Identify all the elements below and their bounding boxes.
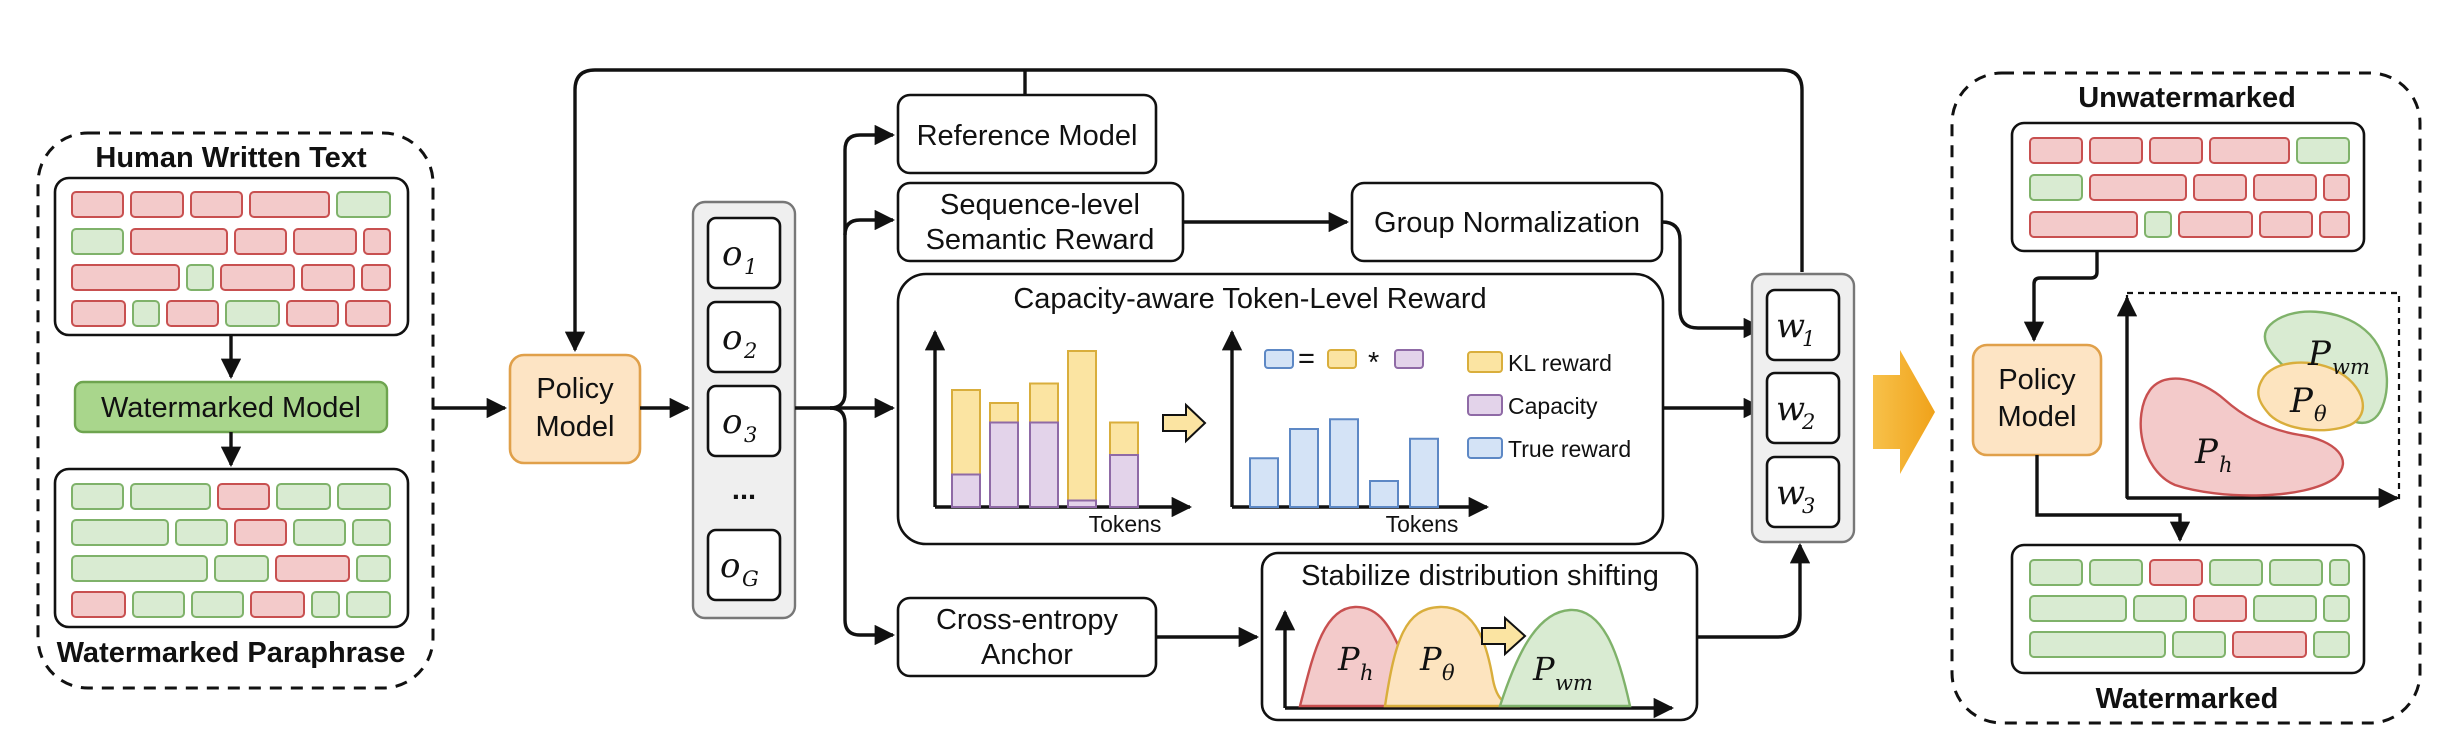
- legend-kl: KL reward: [1508, 350, 1612, 376]
- eq-true-swatch: [1264, 349, 1294, 369]
- svg-text:1: 1: [1802, 327, 1815, 351]
- svg-text:θ: θ: [1442, 661, 1455, 685]
- weight-w2: w: [1776, 389, 1805, 429]
- watermarked-title: Watermarked: [2096, 683, 2279, 715]
- group-normalization-label: Group Normalization: [1374, 207, 1640, 239]
- capacity-bar: [989, 421, 1019, 508]
- true-reward-bar: [1289, 428, 1319, 508]
- kl-bar: [1067, 350, 1097, 508]
- chart-legend: KL reward Capacity True reward: [1467, 350, 1631, 462]
- true-reward-bar: [1369, 480, 1399, 508]
- human-written-text-title: Human Written Text: [95, 142, 367, 174]
- right-panel: Unwatermarked Policy Model: [1950, 71, 2422, 725]
- arrow-unwatermarked-to-policy: [2023, 251, 2099, 343]
- true-reward-bar: [1329, 418, 1359, 508]
- big-transition-arrow: [1873, 350, 1935, 474]
- right-policy-line2: Model: [1998, 401, 2077, 433]
- weight-w1: w: [1776, 306, 1805, 346]
- outputs-column: o 1 o 2 o 3 ... o G: [691, 200, 797, 620]
- capacity-bar: [1109, 454, 1139, 508]
- chart-arrow-icon: [1162, 402, 1207, 444]
- eq-capacity-swatch: [1394, 349, 1424, 369]
- svg-text:2: 2: [1801, 410, 1815, 434]
- output-oG: o: [720, 546, 740, 586]
- weights-column: w 1 w 2 w 3: [1750, 272, 1856, 544]
- svg-text:wm: wm: [1555, 671, 1593, 695]
- inset-pwm: P: [2307, 334, 2332, 374]
- weight-w3: w: [1776, 473, 1805, 513]
- true-reward-bar: [1409, 437, 1439, 508]
- left-panel: Human Written Text Wat: [36, 131, 435, 690]
- token-reward-title: Capacity-aware Token-Level Reward: [1013, 283, 1486, 315]
- watermarked-model-label: Watermarked Model: [101, 392, 361, 424]
- unwatermarked-title: Unwatermarked: [2078, 82, 2296, 114]
- inset-ptheta: P: [2289, 381, 2314, 421]
- ce-anchor-line2: Anchor: [981, 639, 1073, 671]
- semantic-reward-line2: Semantic Reward: [926, 224, 1155, 256]
- svg-text:1: 1: [744, 255, 757, 279]
- svg-text:2: 2: [743, 339, 757, 363]
- legend-true: True reward: [1508, 436, 1631, 462]
- output-o3: o: [722, 402, 742, 442]
- policy-model-box: [508, 353, 642, 465]
- arrow-to-ce-anchor: [829, 406, 896, 646]
- watermarked-paraphrase-title: Watermarked Paraphrase: [57, 637, 406, 669]
- reference-model-label: Reference Model: [917, 120, 1138, 152]
- p-theta-blob: [2257, 361, 2365, 432]
- arrow-to-semantic: [843, 209, 896, 236]
- arrow-to-reference: [829, 124, 896, 410]
- eq-multiply: *: [1368, 347, 1379, 379]
- policy-model-line1: Policy: [536, 373, 614, 405]
- stabilize-distributions: P h P θ P wm: [1274, 605, 1675, 719]
- chart2-x-label: Tokens: [1386, 511, 1459, 537]
- arrow-stabilize-to-w3: [1697, 542, 1811, 639]
- feedback-loop-arrow: [564, 68, 1804, 353]
- dist-pwm: P: [1532, 650, 1555, 688]
- inset-ph: P: [2194, 432, 2219, 472]
- eq-equals: =: [1298, 343, 1315, 375]
- capacity-bar: [951, 473, 981, 508]
- capacity-bar: [1067, 499, 1097, 508]
- unwatermarked-tokens: [2029, 137, 2350, 238]
- true-reward-bar: [1249, 457, 1279, 508]
- svg-text:h: h: [2219, 453, 2233, 477]
- svg-text:3: 3: [1802, 494, 1815, 518]
- right-policy-model-box: [1971, 343, 2103, 457]
- semantic-reward-line1: Sequence-level: [940, 189, 1140, 221]
- outputs-ellipsis: ...: [732, 474, 756, 506]
- svg-text:wm: wm: [2332, 355, 2370, 379]
- arrow-policy-to-watermarked: [2035, 455, 2191, 543]
- capacity-bar: [1029, 421, 1059, 508]
- paraphrase-tokens: [71, 483, 391, 618]
- arrow-group-norm-to-w1: [1661, 220, 1765, 339]
- right-policy-line1: Policy: [1998, 364, 2076, 396]
- svg-text:G: G: [742, 567, 759, 591]
- dist-ptheta: P: [1419, 640, 1442, 678]
- svg-text:h: h: [1360, 661, 1374, 685]
- stabilize-title: Stabilize distribution shifting: [1301, 560, 1659, 592]
- p-h-blob: [2139, 377, 2345, 497]
- true-reward-chart: Tokens: [1221, 329, 1490, 537]
- policy-model-line2: Model: [536, 411, 615, 443]
- chart1-x-label: Tokens: [1089, 511, 1162, 537]
- output-o2: o: [722, 318, 742, 358]
- dist-ph: P: [1337, 640, 1360, 678]
- kl-capacity-chart: Tokens: [924, 329, 1193, 537]
- human-text-tokens: [71, 191, 391, 327]
- watermarked-tokens: [2029, 559, 2350, 658]
- reference-model-box: [896, 93, 1158, 175]
- eq-kl-swatch: [1327, 349, 1357, 369]
- svg-text:3: 3: [744, 423, 757, 447]
- svg-text:θ: θ: [2314, 402, 2327, 426]
- ce-anchor-line1: Cross-entropy: [936, 604, 1119, 636]
- legend-capacity: Capacity: [1508, 393, 1598, 419]
- output-o1: o: [722, 234, 742, 274]
